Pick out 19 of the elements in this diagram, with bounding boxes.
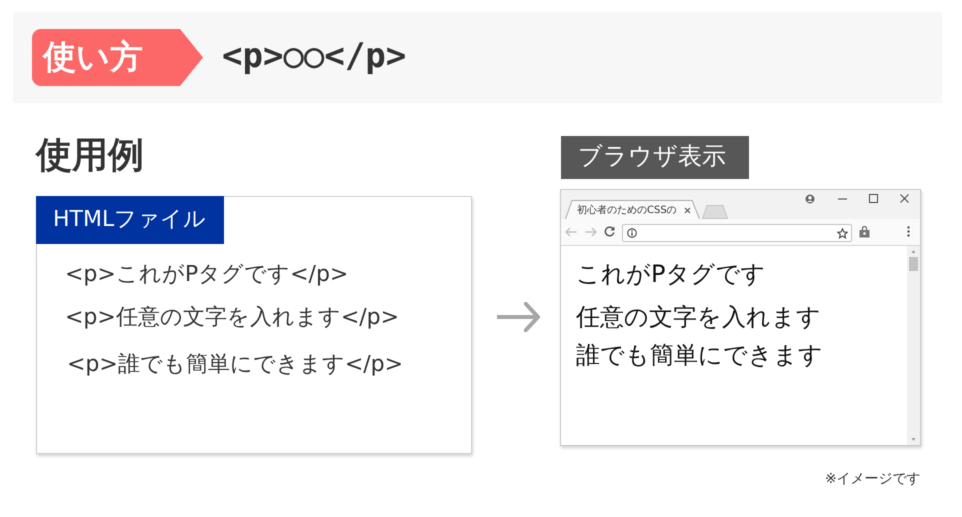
page-text: これがPタグです (576, 260, 766, 289)
tag-text: 使い方 (43, 37, 143, 77)
page-text: 任意の文字を入れます (576, 303, 821, 332)
heading-bar (561, 136, 749, 179)
code-line: <p>任意の文字を入れます</p> (65, 305, 400, 332)
tab-title: 初心者のためのCSSの (577, 205, 677, 217)
file-heading: HTMLファイル (36, 196, 224, 244)
page-text: 誰でも簡単にできます (576, 341, 823, 370)
arrow (497, 302, 540, 332)
note-text: ※イメージです (825, 471, 921, 488)
code-line: <p>これがPタグです</p> (65, 262, 348, 288)
section-tag (32, 29, 203, 86)
browser-window (560, 189, 921, 446)
code-line: <p>誰でも簡単にできます</p> (67, 352, 404, 378)
file-panel (36, 196, 472, 454)
header-band (13, 12, 942, 103)
code-text: <p>○○</p> (222, 36, 406, 77)
heading-text: ブラウザ表示 (578, 142, 726, 171)
section-heading: 使用例 (36, 134, 144, 178)
